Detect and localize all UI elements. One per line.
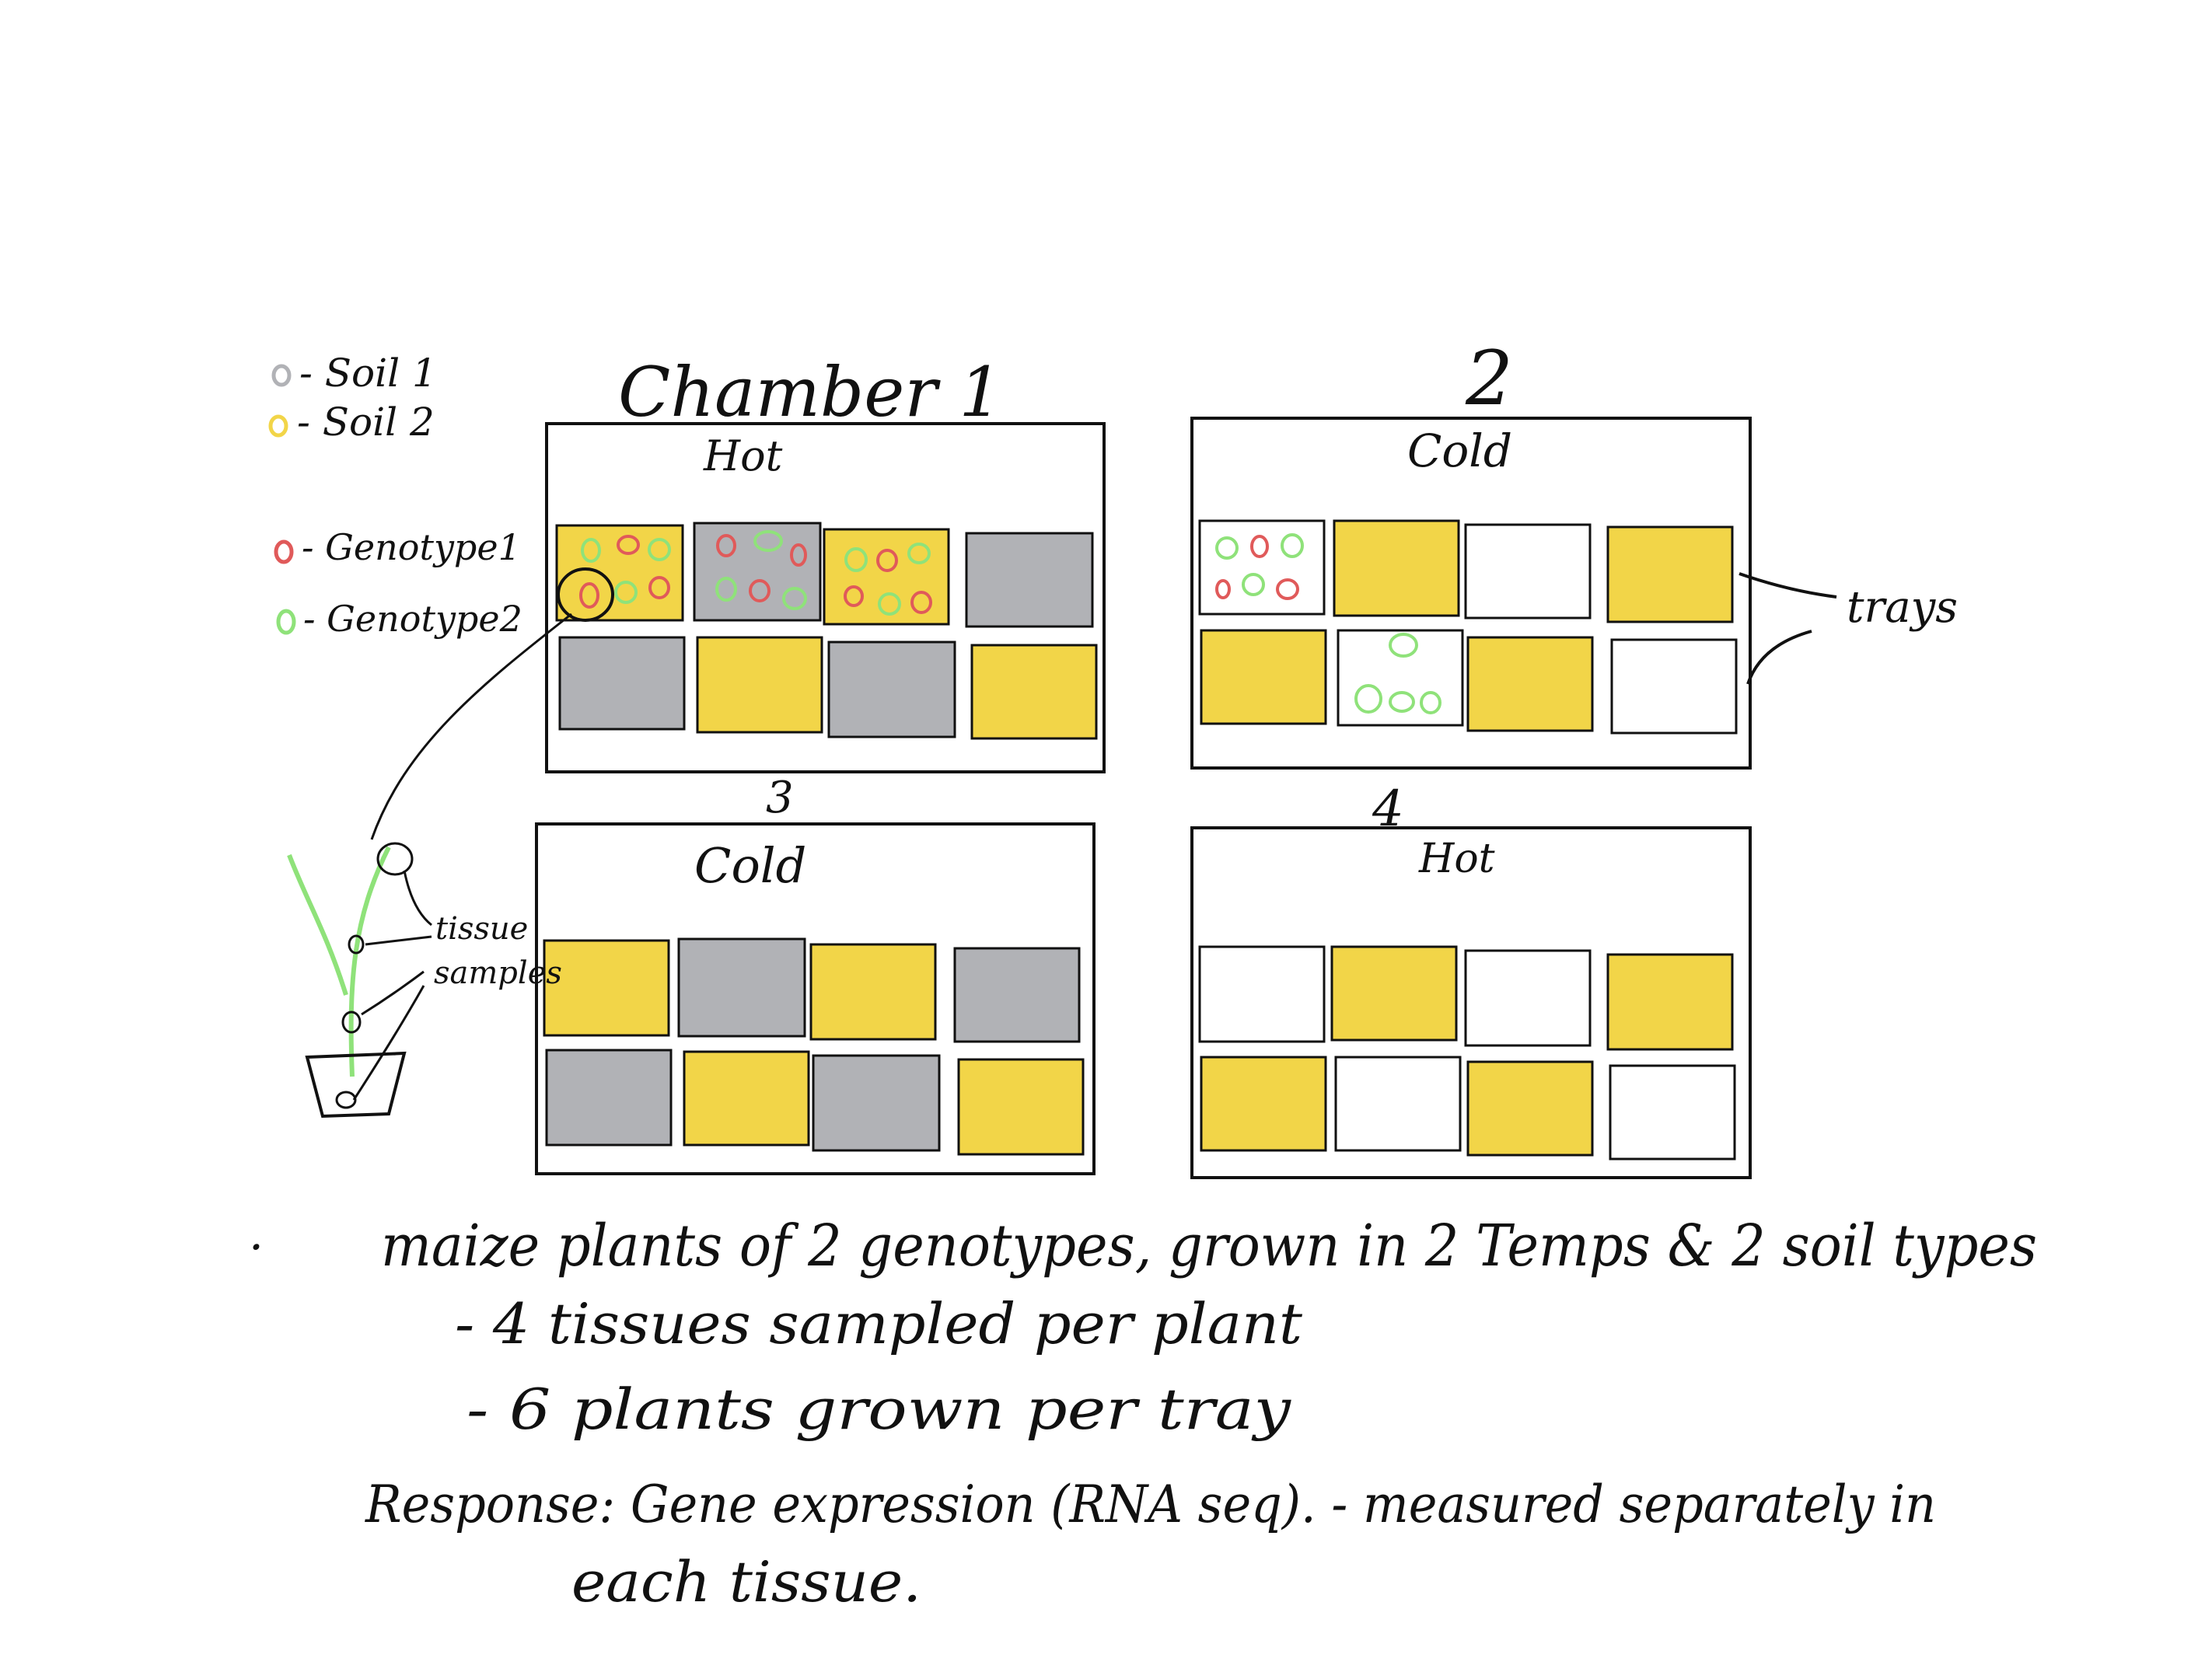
- notes: · maize plants of 2 genotypes, grown in …: [249, 1213, 2037, 1614]
- tray: [558, 636, 686, 731]
- tray: [953, 947, 1081, 1043]
- tray: [1330, 945, 1458, 1042]
- sampled-plant-highlight: [557, 567, 614, 622]
- plant-stem: [348, 846, 391, 1077]
- tray: [1198, 519, 1326, 616]
- notes-line-2: - 4 tissues sampled per plant: [455, 1291, 1303, 1356]
- trays-pointer: [1738, 572, 1837, 599]
- chamber-4: 4 Hot: [1190, 780, 1752, 1179]
- tray: [1464, 949, 1592, 1047]
- genotype2-legend-label: - Genotype2: [303, 598, 522, 640]
- notes-bullet: ·: [249, 1220, 264, 1275]
- chamber-3-box: [535, 822, 1096, 1175]
- tray: [1333, 519, 1460, 617]
- chamber-4-box: [1190, 826, 1752, 1179]
- tray-plants: [844, 543, 932, 616]
- tissue-samples-label: tissue: [435, 911, 528, 947]
- tray: [1198, 945, 1326, 1043]
- trays-pointer: [1746, 630, 1812, 685]
- notes-line-3: - 6 plants grown per tray: [467, 1377, 1292, 1442]
- tray: [809, 943, 937, 1041]
- tissue-pointer: [352, 985, 425, 1101]
- chamber-3-title: 3: [766, 773, 794, 823]
- tray-plants: [1215, 533, 1304, 600]
- genotype2-legend-marker: [276, 609, 296, 635]
- tray: [1609, 1064, 1736, 1161]
- tray: [683, 1050, 810, 1147]
- tray: [957, 1058, 1085, 1156]
- notes-line-4: Response: Gene expression (RNA seq). - m…: [365, 1475, 1936, 1534]
- tray: [823, 528, 950, 626]
- chamber-2-title: 2: [1465, 335, 1513, 422]
- tray: [543, 939, 670, 1037]
- tray: [1610, 638, 1738, 735]
- chamber-1: Chamber 1 Hot: [545, 352, 1106, 773]
- chamber-4-temp: Hot: [1418, 836, 1495, 882]
- plant-leaf: [287, 853, 348, 996]
- tray: [693, 522, 822, 622]
- soil2-legend-label: - Soil 2: [297, 400, 435, 445]
- tray-plants: [1354, 633, 1441, 714]
- tray: [545, 1049, 673, 1147]
- notes-line-5: each tissue.: [571, 1549, 921, 1614]
- chamber-3: 3 Cold: [535, 773, 1096, 1175]
- tray: [970, 644, 1098, 740]
- tray: [965, 532, 1094, 628]
- tray: [696, 636, 823, 734]
- connector-line: [370, 613, 572, 840]
- tray: [1466, 636, 1594, 732]
- soil2-legend-marker: [268, 414, 288, 438]
- chamber-2-box: [1190, 417, 1752, 770]
- tissue-sample-marker: [335, 1091, 357, 1109]
- trays-label: trays: [1847, 582, 1958, 633]
- chamber-3-temp: Cold: [694, 837, 806, 894]
- chamber-1-box: [545, 422, 1106, 773]
- legend: - Soil 1 - Soil 2 - Genotype1 - Genotype…: [268, 351, 522, 640]
- tray: [1606, 953, 1734, 1051]
- tissue-pointer: [403, 870, 432, 927]
- chamber-1-temp: Hot: [703, 431, 783, 480]
- tissue-sample-marker: [376, 842, 414, 876]
- tissue-pointer: [361, 970, 425, 1016]
- genotype1-legend-label: - Genotype1: [302, 526, 521, 568]
- soil1-legend-label: - Soil 1: [299, 351, 437, 396]
- tray: [812, 1054, 941, 1152]
- chamber-2: 2 Cold trays: [1190, 335, 1958, 770]
- tray: [677, 937, 806, 1038]
- genotype1-legend-marker: [274, 539, 294, 564]
- soil1-legend-marker: [271, 364, 292, 387]
- tissue-pointer: [365, 935, 432, 946]
- notes-line-1: maize plants of 2 genotypes, grown in 2 …: [381, 1213, 2037, 1279]
- tissue-sample-marker: [341, 1011, 362, 1034]
- plant-illustration: tissue samples: [287, 613, 572, 1119]
- tray: [1464, 523, 1592, 620]
- tissue-sample-marker: [348, 934, 365, 955]
- tray: [827, 641, 956, 738]
- chamber-1-title: Chamber 1: [618, 352, 1002, 432]
- tray: [1200, 629, 1327, 725]
- tray: [1606, 525, 1734, 623]
- plant-pot: [305, 1051, 407, 1119]
- tissue-samples-label: samples: [434, 955, 562, 991]
- tray: [1466, 1060, 1594, 1157]
- tray-plants: [715, 530, 807, 610]
- chamber-2-temp: Cold: [1407, 424, 1512, 477]
- tray-plants: [579, 535, 671, 609]
- tray: [1334, 1056, 1462, 1152]
- tray: [1200, 1056, 1327, 1152]
